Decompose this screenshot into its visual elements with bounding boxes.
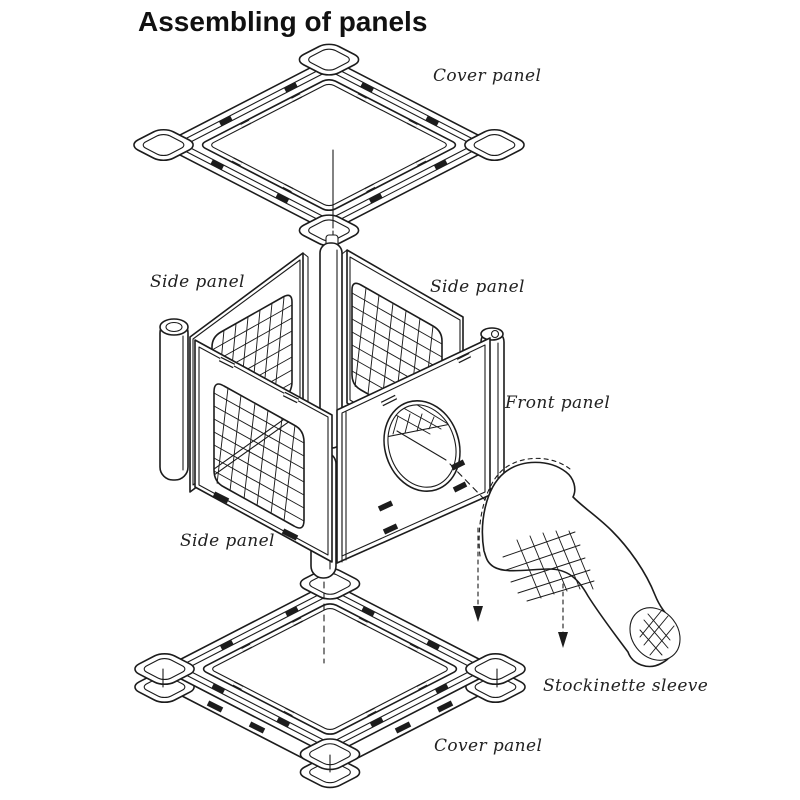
label-stockinette-sleeve: Stockinette sleeve [543, 676, 708, 696]
label-front-panel: Front panel [504, 393, 610, 413]
side-panel-front-left [189, 339, 333, 563]
label-side-panel-right: Side panel [430, 277, 525, 297]
label-side-panel-bottom: Side panel [180, 531, 275, 551]
insert-arrows [473, 527, 568, 648]
label-side-panel-left: Side panel [150, 272, 245, 292]
page-title: Assembling of panels [138, 6, 427, 37]
label-cover-panel-top: Cover panel [433, 66, 541, 86]
left-corner-post [159, 318, 189, 481]
cover-panel-bottom-drawing [129, 566, 531, 792]
stockinette-sleeve-drawing [449, 457, 681, 668]
label-cover-panel-bottom: Cover panel [434, 736, 542, 756]
sleeve-leader-line [449, 463, 488, 503]
